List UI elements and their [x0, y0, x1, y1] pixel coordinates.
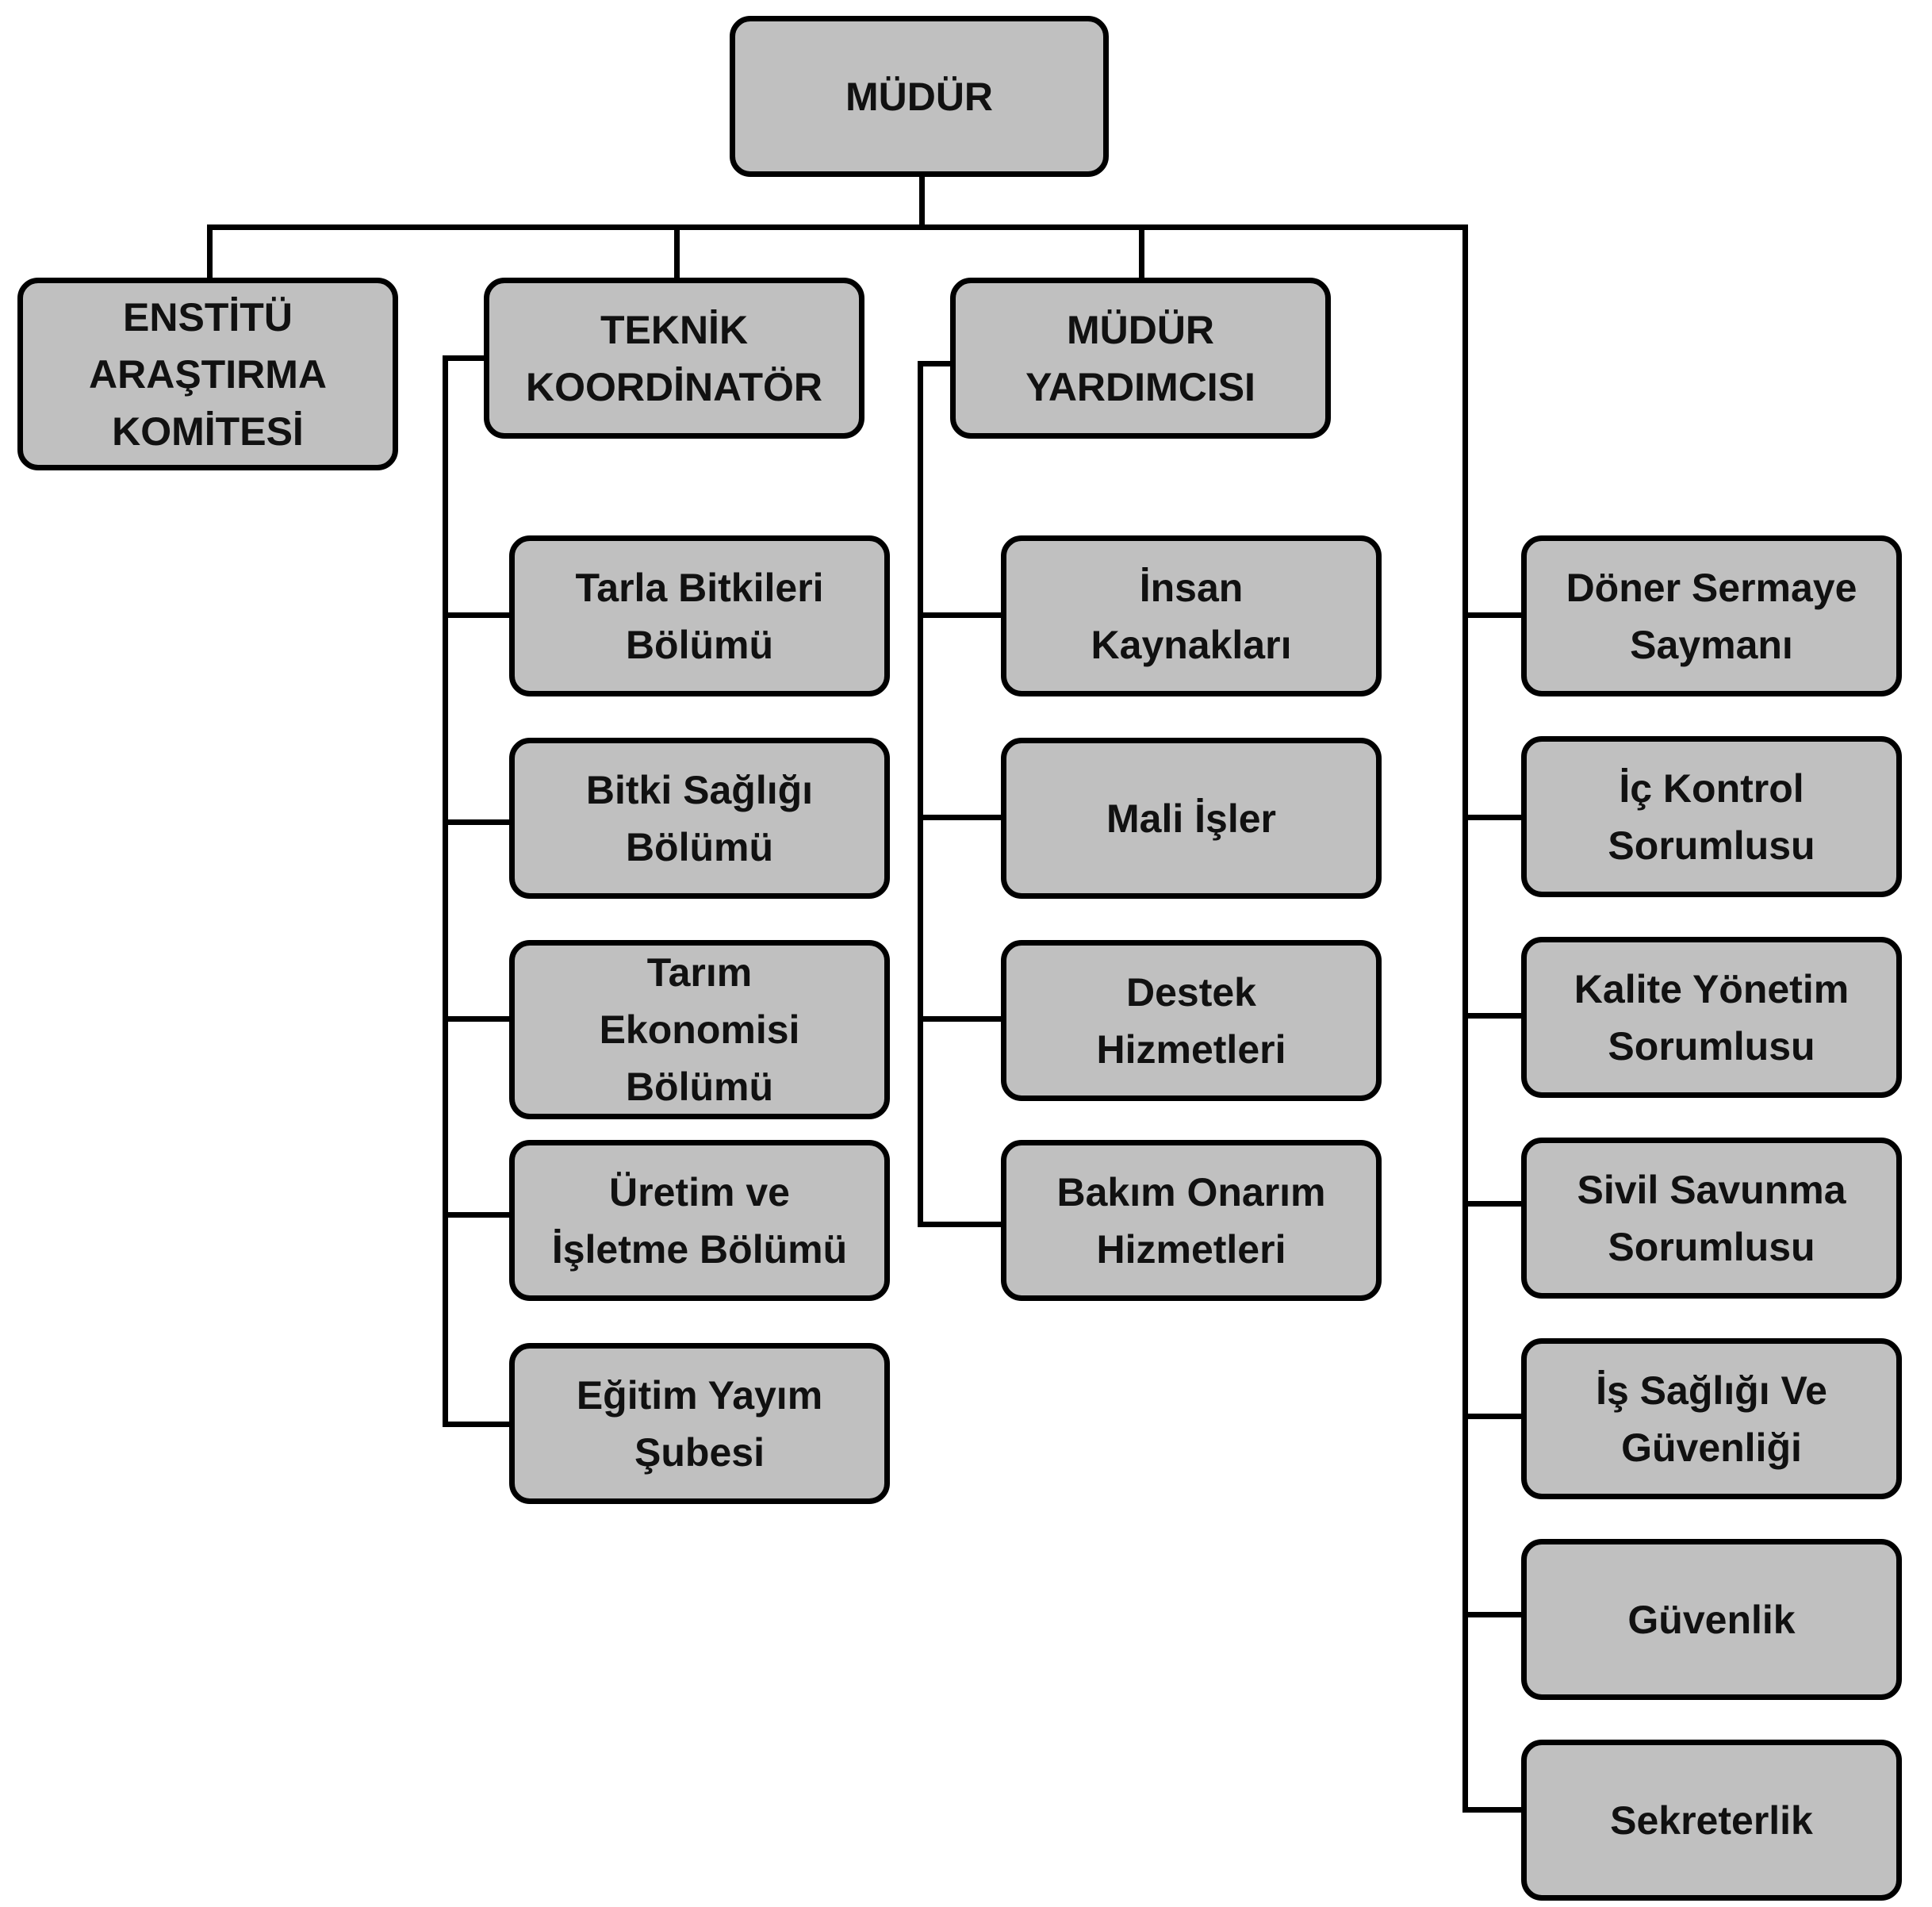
connector-staff-unit-1	[1462, 612, 1524, 618]
box-enstitu-arastirma-komitesi: ENSTİTÜ ARAŞTIRMA KOMİTESİ	[17, 278, 398, 470]
connector-yardimci-stub	[918, 361, 953, 366]
box-is-sagligi-ve-guvenligi: İş Sağlığı Ve Güvenliği	[1521, 1338, 1902, 1499]
box-ic-kontrol-sorumlusu: İç Kontrol Sorumlusu	[1521, 736, 1902, 897]
connector-drop-enstitu	[207, 224, 213, 280]
box-bitki-sagligi-bolumu: Bitki Sağlığı Bölümü	[509, 738, 890, 899]
box-mudur-yardimcisi: MÜDÜR YARDIMCISI	[950, 278, 1331, 439]
connector-teknik-unit-1	[443, 612, 512, 618]
connector-yardimci-unit-3	[918, 1016, 1006, 1022]
connector-yardimci-unit-2	[918, 815, 1006, 820]
box-sivil-savunma-sorumlusu: Sivil Savunma Sorumlusu	[1521, 1138, 1902, 1299]
box-mali-isler: Mali İşler	[1001, 738, 1382, 899]
box-mudur: MÜDÜR	[730, 16, 1109, 177]
connector-yardimci-unit-4	[918, 1222, 1006, 1227]
box-insan-kaynaklari: İnsan Kaynakları	[1001, 535, 1382, 696]
box-bakim-onarim-hizmetleri: Bakım Onarım Hizmetleri	[1001, 1140, 1382, 1301]
box-tarla-bitkileri-bolumu: Tarla Bitkileri Bölümü	[509, 535, 890, 696]
connector-drop-teknik	[674, 224, 680, 280]
connector-root-down	[919, 176, 925, 228]
connector-teknik-unit-5	[443, 1422, 512, 1427]
connector-yardimci-unit-1	[918, 612, 1006, 618]
connector-teknik-spine	[443, 355, 448, 1426]
box-egitim-yayim-subesi: Eğitim Yayım Şubesi	[509, 1343, 890, 1504]
connector-teknik-unit-3	[443, 1016, 512, 1022]
connector-teknik-unit-4	[443, 1212, 512, 1218]
connector-staff-unit-3	[1462, 1013, 1524, 1019]
connector-staff-unit-7	[1462, 1807, 1524, 1813]
connector-top-bus	[207, 224, 1468, 230]
connector-teknik-unit-2	[443, 819, 512, 825]
connector-staff-unit-2	[1462, 815, 1524, 820]
box-teknik-koordinator: TEKNİK KOORDİNATÖR	[484, 278, 864, 439]
connector-staff-spine	[1462, 224, 1468, 1813]
connector-staff-unit-4	[1462, 1201, 1524, 1207]
box-uretim-ve-isletme-bolumu: Üretim ve İşletme Bölümü	[509, 1140, 890, 1301]
connector-teknik-stub	[443, 355, 486, 361]
box-sekreterlik: Sekreterlik	[1521, 1740, 1902, 1901]
connector-staff-unit-5	[1462, 1414, 1524, 1419]
connector-yardimci-spine	[918, 361, 923, 1227]
box-tarim-ekonomisi-bolumu: Tarım Ekonomisi Bölümü	[509, 940, 890, 1119]
box-guvenlik: Güvenlik	[1521, 1539, 1902, 1700]
box-doner-sermaye-saymani: Döner Sermaye Saymanı	[1521, 535, 1902, 696]
connector-drop-yardimci	[1139, 224, 1144, 280]
box-kalite-yonetim-sorumlusu: Kalite Yönetim Sorumlusu	[1521, 937, 1902, 1098]
box-destek-hizmetleri: Destek Hizmetleri	[1001, 940, 1382, 1101]
connector-staff-unit-6	[1462, 1612, 1524, 1617]
